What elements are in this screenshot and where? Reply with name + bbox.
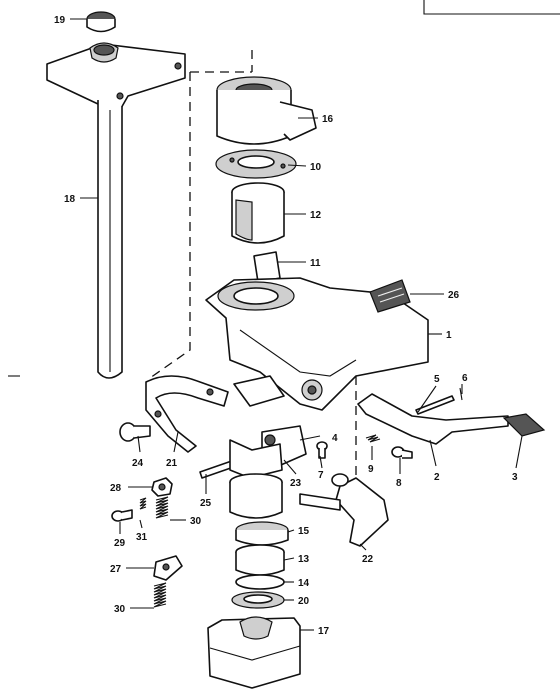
part-19-cap <box>86 11 116 33</box>
part-24-screw <box>119 422 151 442</box>
part-30-spring-upper <box>155 496 169 519</box>
callout-23: 23 <box>290 478 302 489</box>
part-2-lever <box>357 393 509 445</box>
callout-21: 21 <box>166 458 178 469</box>
callout-30-upper: 30 <box>190 516 202 527</box>
callout-8: 8 <box>396 478 402 489</box>
callout-31: 31 <box>136 532 148 543</box>
part-14-oring <box>235 574 285 590</box>
shaft-column <box>229 439 283 519</box>
part-28-nut <box>151 477 173 497</box>
part-6-pin <box>459 387 463 401</box>
callout-20: 20 <box>298 596 310 607</box>
part-18-shaft <box>46 42 186 379</box>
callout-10: 10 <box>310 162 322 173</box>
part-30-spring-lower <box>153 582 167 608</box>
part-21-arm <box>145 375 229 453</box>
callout-1: 1 <box>446 330 452 341</box>
part-1-swivel-bracket <box>205 277 429 411</box>
part-11-plate <box>253 251 281 283</box>
part-7-screw <box>316 441 328 459</box>
part-9-spring <box>365 434 381 443</box>
callout-labels: 19 16 10 12 18 11 26 1 5 6 4 24 21 9 7 8… <box>54 15 518 637</box>
part-13-collar <box>235 544 285 576</box>
frame-corner <box>423 0 560 15</box>
callout-18: 18 <box>64 194 76 205</box>
callout-25: 25 <box>200 498 212 509</box>
part-5-pin <box>415 395 455 415</box>
part-29-bolt <box>111 509 133 522</box>
part-8-bolt <box>391 446 413 459</box>
callout-11: 11 <box>310 258 321 269</box>
part-10-washer <box>215 149 297 179</box>
callout-19: 19 <box>54 15 66 26</box>
callout-7: 7 <box>318 470 324 481</box>
leader-lines <box>70 18 523 631</box>
callout-22: 22 <box>362 554 374 565</box>
callout-5: 5 <box>434 374 440 385</box>
callout-16: 16 <box>322 114 334 125</box>
part-31-spring <box>139 497 147 510</box>
callout-6: 6 <box>462 373 468 384</box>
callout-29: 29 <box>114 538 126 549</box>
part-20-washer <box>231 591 285 609</box>
part-16-collar <box>216 76 317 145</box>
callout-4: 4 <box>332 433 338 444</box>
callout-13: 13 <box>298 554 310 565</box>
callout-3: 3 <box>512 472 518 483</box>
callout-15: 15 <box>298 526 310 537</box>
part-26-label <box>369 279 411 313</box>
callout-26: 26 <box>448 290 460 301</box>
callout-27: 27 <box>110 564 122 575</box>
part-12-bushing <box>231 182 285 244</box>
part-3-grip <box>502 413 546 437</box>
callout-2: 2 <box>434 472 440 483</box>
part-17-block <box>207 616 301 689</box>
callout-9: 9 <box>368 464 374 475</box>
callout-30-lower: 30 <box>114 604 126 615</box>
part-22-lower-bracket <box>299 473 389 547</box>
part-15-ring <box>235 521 289 546</box>
part-27-clip <box>153 555 183 581</box>
callout-28: 28 <box>110 483 122 494</box>
callout-24: 24 <box>132 458 144 469</box>
callout-14: 14 <box>298 578 310 589</box>
callout-12: 12 <box>310 210 322 221</box>
callout-17: 17 <box>318 626 330 637</box>
